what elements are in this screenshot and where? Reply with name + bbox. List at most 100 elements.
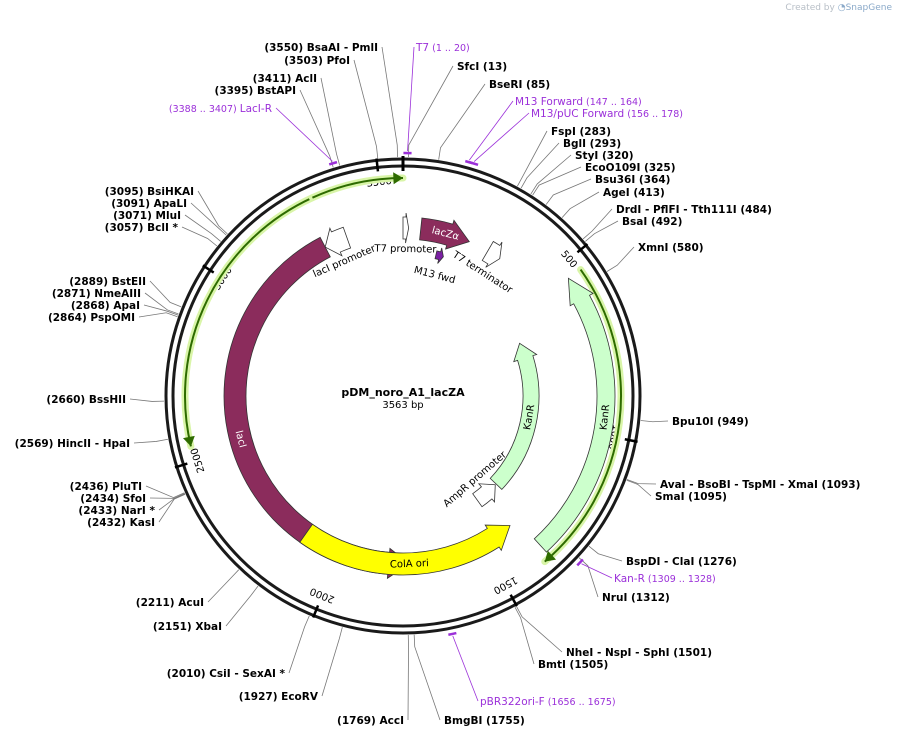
enzyme-label: (2660) BssHII (46, 394, 126, 406)
enzyme-label: NheI - NspI - SphI (1501) (566, 647, 712, 659)
enzyme-site: (2864) PspOMI (48, 312, 178, 324)
feature-kanr-outer (533, 277, 616, 553)
enzyme-site: (2211) AcuI (136, 569, 240, 609)
orf-glow (308, 174, 407, 202)
feature-label-kanr-inner: KanR (522, 404, 537, 431)
enzyme-label: BspDI - ClaI (1276) (626, 556, 737, 568)
enzyme-leader (149, 280, 182, 308)
feature-lacI-promoter (324, 226, 352, 257)
enzyme-leader (588, 545, 623, 562)
enzyme-label: (1769) AccI (337, 715, 404, 727)
enzyme-leader (640, 420, 669, 423)
enzyme-site: (3071) MluI (113, 210, 221, 242)
enzyme-leader (606, 246, 635, 272)
enzyme-label: (3395) BstAPI (215, 85, 296, 97)
enzyme-label: BmgBI (1755) (444, 715, 525, 727)
plasmid-length: 3563 bp (382, 400, 423, 411)
enzyme-site: AgeI (413) (561, 187, 665, 218)
enzyme-label: AvaI - BsoBI - TspMI - XmaI (1093) (660, 479, 860, 491)
enzyme-label: SmaI (1095) (655, 491, 727, 503)
feature-label-cola-ori: ColA ori (390, 558, 429, 570)
enzyme-site: SfcI (13) (408, 61, 507, 158)
orf-line (544, 269, 622, 563)
enzyme-label: SfcI (13) (457, 61, 507, 73)
feature-label-m13-fwd: M13 fwd (413, 265, 457, 286)
primer-site: T7 (1 .. 20) (403, 42, 470, 155)
enzyme-label: XmnI (580) (638, 242, 704, 254)
enzyme-label: (3091) ApaLI (111, 198, 187, 210)
enzyme-label: EcoO109I (325) (585, 162, 676, 174)
primer-name: M13/pUC Forward (531, 108, 624, 120)
enzyme-label: (2010) CsiI - SexAI * (167, 668, 286, 680)
enzyme-leader (438, 83, 486, 160)
primer-range: (1 .. 20) (429, 43, 470, 54)
enzyme-site: (3395) BstAPI (215, 85, 334, 168)
enzyme-leader (321, 627, 343, 697)
orf-arrowhead (182, 435, 195, 447)
ruler-tick (624, 438, 638, 443)
enzyme-leader (158, 493, 186, 511)
feature-t7-promoter (402, 212, 410, 244)
primer-mark (328, 160, 338, 166)
enzyme-label: (2868) ApaI (71, 300, 140, 312)
enzyme-site: FspI (283) (517, 126, 611, 187)
enzyme-label: BsaI (492) (622, 216, 682, 228)
enzyme-label: BseRI (85) (489, 79, 550, 91)
enzyme-label: NruI (1312) (602, 592, 670, 604)
enzyme-label: StyI (320) (575, 150, 634, 162)
feature-ampr-promoter (472, 483, 496, 508)
ruler-tick (576, 243, 589, 254)
enzyme-label: (2864) PspOMI (48, 312, 135, 324)
primer-name: Kan-R (614, 573, 645, 585)
enzyme-site: Bpu10I (949) (640, 416, 749, 428)
plasmid-name: pDM_noro_A1_lacZA (341, 386, 465, 399)
ruler-tick (202, 264, 215, 274)
enzyme-site: NheI - NspI - SphI (1501) (516, 606, 712, 659)
enzyme-leader (225, 585, 259, 627)
enzyme-site: (2871) NmeAIII (52, 288, 179, 315)
enzyme-leader (626, 479, 652, 497)
orf-group (181, 172, 625, 566)
enzyme-leader (353, 59, 379, 159)
watermark-prefix: Created by (785, 3, 835, 13)
enzyme-leader (408, 65, 454, 158)
enzyme-leader (149, 493, 185, 499)
primer-leader (581, 563, 613, 579)
enzyme-site: BsaI (492) (585, 216, 682, 242)
enzyme-label: (2434) SfoI (80, 493, 146, 505)
primer-leader (452, 635, 479, 702)
enzyme-leader (516, 606, 563, 653)
primer-label: (3388 .. 3407) LacI-R (169, 103, 272, 115)
enzyme-leader (514, 606, 535, 665)
enzyme-site: (2010) CsiI - SexAI * (167, 615, 310, 680)
enzyme-site: (2868) ApaI (71, 300, 179, 316)
primer-leader (473, 112, 530, 162)
primer-leader (275, 107, 333, 162)
primer-group: T7 (1 .. 20) M13 Forward (147 .. 164)M13/… (169, 42, 716, 708)
enzyme-leader (517, 130, 548, 187)
primer-range: (1656 .. 1675) (545, 697, 616, 708)
primer-name: T7 (415, 42, 429, 54)
enzyme-site: (3503) PfoI (284, 55, 379, 159)
primer-name: M13 Forward (515, 96, 583, 108)
orf-arrowhead (393, 172, 403, 185)
enzyme-leader (582, 208, 613, 240)
enzyme-leader (197, 190, 228, 235)
enzyme-leader (626, 479, 657, 485)
enzyme-site: (2432) KasI (87, 493, 186, 529)
enzyme-label: (2889) BstEII (69, 276, 146, 288)
feature-kanr-inner (489, 342, 540, 490)
primer-range: (147 .. 164) (583, 97, 642, 108)
enzyme-site: Bsu36I (364) (545, 174, 670, 205)
enzyme-site: EcoO109I (325) (532, 162, 676, 196)
primer-leader (469, 100, 514, 161)
enzyme-site: (3095) BsiHKAI (105, 186, 228, 235)
primer-site: (3388 .. 3407) LacI-R (169, 103, 338, 166)
enzyme-leader (158, 493, 186, 523)
orf-arrowhead (544, 550, 557, 562)
primer-label: Kan-R (1309 .. 1328) (614, 573, 716, 585)
primer-label: T7 (1 .. 20) (415, 42, 470, 54)
primer-name: pBR322ori-F (480, 696, 545, 708)
primer-site: M13 Forward (147 .. 164) (464, 96, 642, 165)
primer-label: M13 Forward (147 .. 164) (515, 96, 642, 108)
